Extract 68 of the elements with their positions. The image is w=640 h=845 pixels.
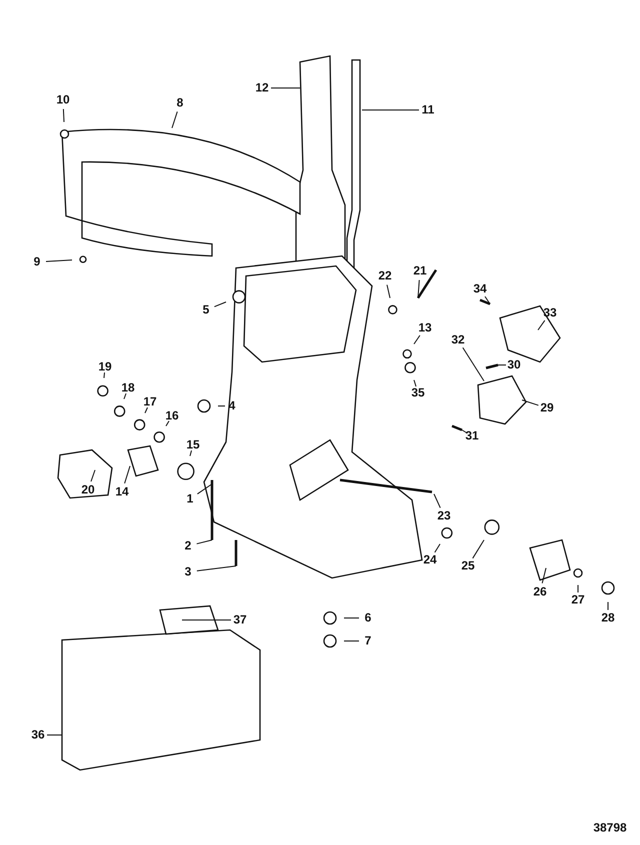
leader-line xyxy=(190,450,192,456)
leader-line xyxy=(434,494,441,508)
leader-line xyxy=(196,484,212,494)
leader-line xyxy=(414,380,416,387)
drawing-number: 38798 xyxy=(593,822,627,834)
callout-number: 7 xyxy=(364,634,372,648)
callout-number: 22 xyxy=(378,270,392,282)
callout-number: 6 xyxy=(364,612,372,624)
callout-number: 32 xyxy=(451,334,465,346)
callout-number: 28 xyxy=(601,612,615,624)
leader-line xyxy=(166,420,170,426)
callout-number: 2 xyxy=(184,540,192,552)
callout-number: 25 xyxy=(461,560,475,572)
callout-number: 13 xyxy=(418,322,432,334)
callout-number: 29 xyxy=(540,402,554,414)
leader-line xyxy=(124,393,126,400)
leader-line xyxy=(386,284,390,298)
callout-number: 23 xyxy=(437,510,451,522)
callout-number: 16 xyxy=(165,410,179,422)
callout-number: 10 xyxy=(56,94,70,106)
callout-number: 36 xyxy=(31,728,45,742)
leader-line xyxy=(104,372,105,378)
leader-line xyxy=(62,108,64,122)
callout-number: 31 xyxy=(465,430,479,442)
callout-number: 17 xyxy=(143,396,157,408)
leader-line xyxy=(344,640,360,642)
callout-number: 37 xyxy=(233,614,247,626)
leader-line xyxy=(522,400,539,406)
leader-line xyxy=(214,302,226,308)
callout-number: 5 xyxy=(202,304,210,316)
callout-number: 34 xyxy=(473,282,487,296)
leader-line xyxy=(538,320,546,330)
leader-line xyxy=(172,111,178,128)
callout-number: 26 xyxy=(533,586,547,598)
callout-number: 11 xyxy=(422,104,434,116)
leader-line xyxy=(46,260,72,262)
callout-number: 18 xyxy=(121,382,135,394)
leader-line xyxy=(434,544,440,553)
callout-number: 35 xyxy=(411,386,425,400)
leader-line xyxy=(46,734,62,736)
leader-line xyxy=(196,566,236,572)
leader-line xyxy=(472,540,484,559)
leader-line xyxy=(418,280,420,298)
leader-line xyxy=(124,466,130,484)
callout-number: 19 xyxy=(98,360,112,374)
leader-line xyxy=(196,540,212,544)
callout-number: 24 xyxy=(423,554,437,566)
leader-line xyxy=(414,334,420,344)
callout-number: 4 xyxy=(228,400,236,412)
callout-number: 9 xyxy=(34,256,40,268)
leader-line xyxy=(462,347,484,382)
leader-line xyxy=(90,470,96,482)
callout-number: 8 xyxy=(176,96,184,110)
leader-line xyxy=(144,407,148,414)
callout-number: 14 xyxy=(115,486,129,498)
leader-line xyxy=(462,430,468,434)
callout-number: 1 xyxy=(186,492,194,506)
callout-number: 27 xyxy=(571,594,585,606)
callout-number: 30 xyxy=(507,358,521,372)
leader-line xyxy=(542,568,546,584)
callout-number: 20 xyxy=(81,484,95,496)
leader-line xyxy=(498,364,506,366)
callout-number: 33 xyxy=(543,306,557,320)
callout-number: 15 xyxy=(186,438,200,452)
callout-number: 21 xyxy=(413,264,427,278)
callout-number: 3 xyxy=(184,566,192,578)
leader-line xyxy=(484,296,490,304)
callout-number: 12 xyxy=(255,82,269,94)
